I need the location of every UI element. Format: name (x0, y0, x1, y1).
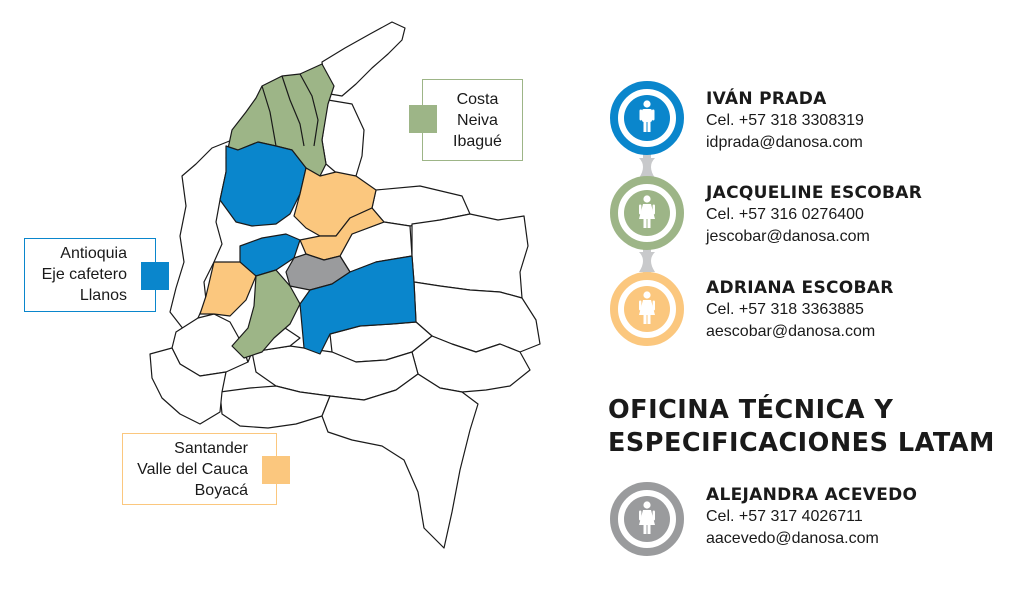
map-regions-colored (199, 63, 417, 359)
region-valle (199, 261, 257, 317)
office-title-line1: OFICINA TÉCNICA Y (608, 395, 894, 425)
contact-phone[interactable]: Cel. +57 318 3363885 (706, 301, 864, 318)
colombia-map (149, 21, 541, 549)
woman-icon (639, 501, 655, 534)
contact-email[interactable]: aescobar@danosa.com (706, 323, 876, 340)
contact-email[interactable]: idprada@danosa.com (706, 134, 863, 151)
contact-phone[interactable]: Cel. +57 318 3308319 (706, 112, 864, 129)
region-nsantander (321, 99, 365, 177)
contact-card-jacqueline: JACQUELINE ESCOBAR Cel. +57 316 0276400 … (706, 182, 922, 248)
legend-line: Santander (174, 440, 248, 457)
legend-line: Antioquia (60, 245, 127, 262)
legend-santander: Santander Valle del Cauca Boyacá (122, 433, 290, 505)
contact-email[interactable]: jescobar@danosa.com (706, 228, 870, 245)
contact-phone[interactable]: Cel. +57 317 4026711 (706, 508, 863, 525)
woman-icon (639, 195, 655, 228)
contact-name: IVÁN PRADA (706, 89, 827, 109)
legend-line: Boyacá (194, 482, 248, 499)
contact-phone[interactable]: Cel. +57 316 0276400 (706, 206, 864, 223)
legend-line: Llanos (79, 287, 127, 304)
connector-gap-2 (643, 248, 651, 276)
legend-costa: Costa Neiva Ibagué (409, 79, 523, 161)
legend-antioquia: Antioquia Eje cafetero Llanos (24, 238, 169, 312)
contact-name: ADRIANA ESCOBAR (706, 278, 894, 298)
man-icon (639, 100, 655, 132)
contact-card-ivan: IVÁN PRADA Cel. +57 318 3308319 idprada@… (706, 88, 864, 154)
legend-swatch-green (409, 105, 437, 133)
contact-timeline (610, 81, 684, 346)
region-llanos (299, 255, 417, 355)
region-narino (149, 347, 227, 425)
avatar-adriana (610, 272, 684, 346)
avatar-jacqueline (610, 176, 684, 250)
avatar-ivan (610, 81, 684, 155)
map-regions-white (149, 21, 541, 549)
connector-gap-1 (643, 154, 651, 182)
legend-line: Eje cafetero (41, 266, 127, 283)
avatar-alejandra (610, 482, 684, 556)
region-antioquia (219, 141, 307, 227)
woman-icon (639, 291, 655, 324)
legend-swatch-orange (262, 456, 290, 484)
office-title: OFICINA TÉCNICA Y ESPECIFICACIONES LATAM (608, 394, 995, 460)
contact-email[interactable]: aacevedo@danosa.com (706, 530, 879, 547)
contact-name: ALEJANDRA ACEVEDO (706, 485, 918, 505)
region-costa-inner (261, 73, 319, 147)
legend-line: Ibagué (453, 133, 502, 150)
region-guajira (321, 21, 406, 97)
legend-swatch-blue (141, 262, 169, 290)
region-tolima (231, 269, 301, 359)
contact-card-adriana: ADRIANA ESCOBAR Cel. +57 318 3363885 aes… (706, 277, 894, 343)
office-title-line2: ESPECIFICACIONES LATAM (608, 428, 995, 458)
contact-name: JACQUELINE ESCOBAR (706, 183, 923, 203)
legend-line: Valle del Cauca (137, 461, 248, 478)
region-amazonas (321, 373, 479, 549)
legend-line: Neiva (457, 112, 498, 129)
contact-card-alejandra: ALEJANDRA ACEVEDO Cel. +57 317 4026711 a… (706, 484, 917, 550)
legend-line: Costa (456, 91, 499, 108)
